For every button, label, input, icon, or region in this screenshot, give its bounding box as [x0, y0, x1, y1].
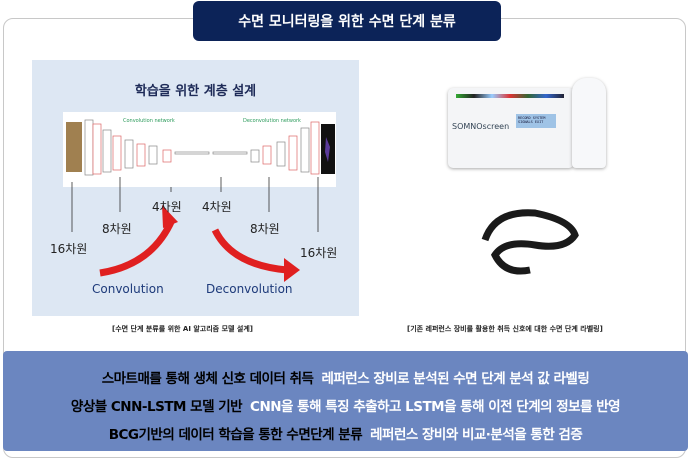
convolution-label: Convolution: [92, 282, 164, 296]
model-diagram: 학습을 위한 계층 설계 Convolution network Deconvo…: [32, 60, 359, 316]
right-caption: [기존 레퍼런스 장비를 활용한 취득 신호에 대한 수면 단계 라벨링]: [407, 325, 603, 333]
page-title: 수면 모니터링을 위한 수면 단계 분류: [193, 1, 501, 41]
row-desc: 레퍼런스 장비로 분석된 수면 단계 분석 값 라벨링: [321, 371, 590, 387]
deconv-network-label: Deconvolution network: [243, 118, 301, 124]
device-cap: [572, 78, 606, 168]
row-key: 양상블 CNN-LSTM 모델 기반: [70, 399, 243, 415]
screen-line: SIGNALS EXIT: [518, 120, 544, 124]
dim-label: 16차원: [300, 246, 338, 260]
row-desc: 레퍼런스 장비와 비교·분석을 통한 검증: [370, 427, 583, 443]
deconvolution-label: Deconvolution: [206, 282, 293, 296]
summary-row: BCG기반의 데이터 학습을 통한 수면단계 분류 레퍼런스 장비와 비교·분석을…: [3, 423, 688, 443]
dim-label: 4차원: [152, 200, 182, 214]
row-desc: CNN을 통해 특징 추출하고 LSTM을 통해 이전 단계의 정보를 반영: [250, 399, 621, 415]
dimension-arrows: [71, 177, 319, 282]
network-graphic: Convolution network Deconvolution networ…: [66, 118, 335, 176]
dim-label: 8차원: [250, 222, 280, 236]
diagram-heading: 학습을 위한 계층 설계: [134, 84, 257, 99]
dim-label: 16차원: [50, 242, 88, 256]
left-caption: [수면 단계 분류를 위한 AI 알고리즘 모델 설계]: [112, 325, 253, 333]
summary-row: 스마트매를 통해 생체 신호 데이터 취득 레퍼런스 장비로 분석된 수면 단계 …: [3, 367, 688, 387]
summary-panel: 스마트매를 통해 생체 신호 데이터 취득 레퍼런스 장비로 분석된 수면 단계 …: [3, 351, 688, 451]
convolution-arrow: [99, 218, 176, 277]
dim-label: 4차원: [202, 200, 232, 214]
deconvolution-arrow: [211, 228, 288, 274]
screen-line: RECORD SYSTEM: [518, 116, 546, 120]
headband-icon: [481, 209, 579, 275]
row-key: BCG기반의 데이터 학습을 통한 수면단계 분류: [108, 427, 363, 443]
dim-label: 8차원: [102, 222, 132, 236]
device-brand: SOMNOscreen: [452, 122, 510, 131]
row-key: 스마트매를 통해 생체 신호 데이터 취득: [101, 371, 314, 387]
network-image: Convolution network Deconvolution networ…: [63, 112, 336, 187]
summary-row: 양상블 CNN-LSTM 모델 기반 CNN을 통해 특징 추출하고 LSTM을 …: [3, 395, 688, 415]
conv-network-label: Convolution network: [123, 118, 175, 124]
